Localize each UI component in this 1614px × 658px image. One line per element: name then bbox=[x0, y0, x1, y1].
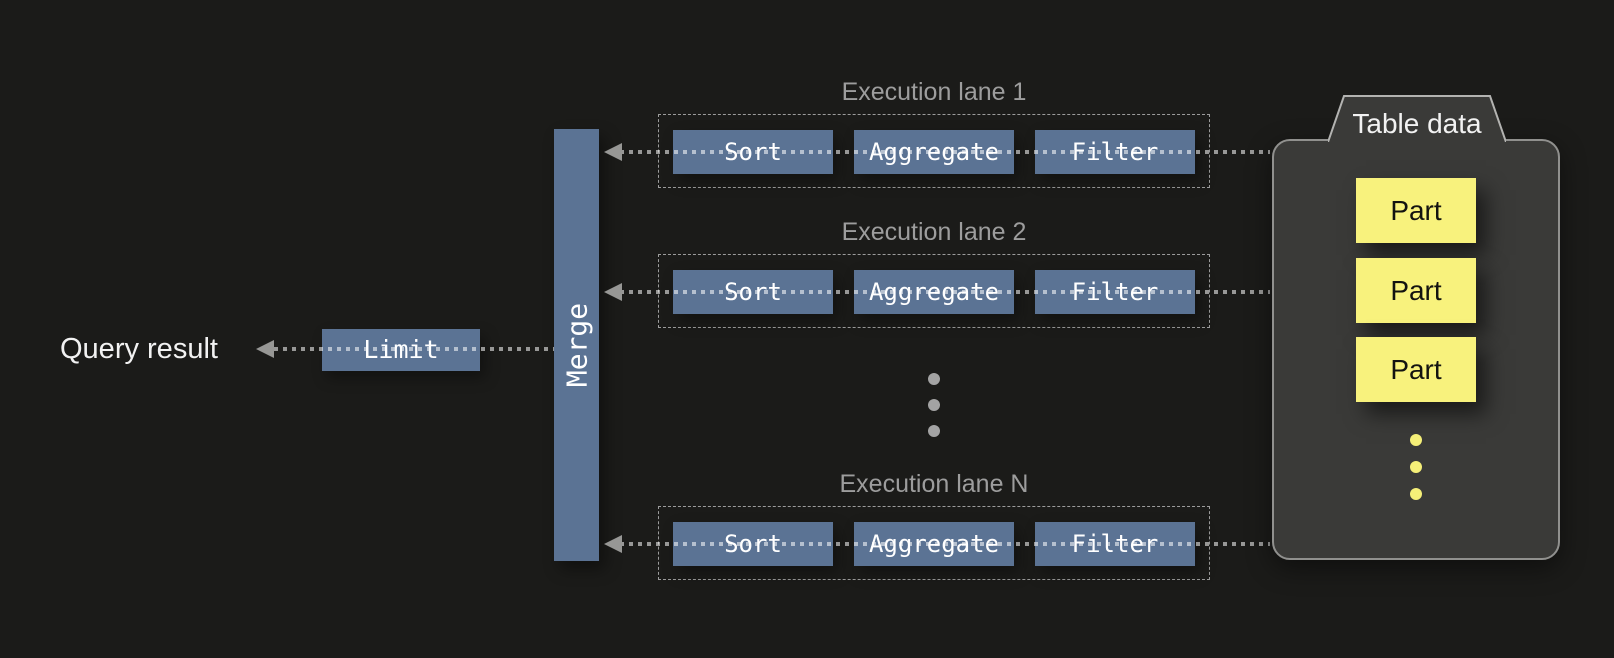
ellipsis-dot bbox=[1410, 461, 1422, 473]
lanes-ellipsis-dots bbox=[928, 373, 940, 451]
lane-title: Execution lane 1 bbox=[841, 78, 1027, 106]
dotted-connector-lane bbox=[620, 542, 1270, 546]
ellipsis-dot bbox=[928, 373, 940, 385]
arrow-left-icon bbox=[604, 143, 622, 161]
ellipsis-dot bbox=[928, 425, 940, 437]
table-part-box: Part bbox=[1356, 337, 1476, 402]
lane-title: Execution lane N bbox=[839, 470, 1029, 498]
table-data-tab-shape bbox=[1328, 95, 1506, 142]
merge-operator-bar: Merge bbox=[554, 129, 599, 561]
arrow-left-icon bbox=[604, 535, 622, 553]
execution-lane-2: Execution lane 2 Sort Aggregate Filter bbox=[604, 217, 1270, 339]
ellipsis-dot bbox=[1410, 488, 1422, 500]
lane-title: Execution lane 2 bbox=[841, 218, 1027, 246]
execution-lane-n: Execution lane N Sort Aggregate Filter bbox=[604, 469, 1270, 591]
dotted-connector-limit-to-result bbox=[274, 347, 554, 351]
ellipsis-dot bbox=[1410, 434, 1422, 446]
ellipsis-dot bbox=[928, 399, 940, 411]
table-part-box: Part bbox=[1356, 178, 1476, 243]
dotted-connector-lane bbox=[620, 150, 1270, 154]
dotted-connector-lane bbox=[620, 290, 1270, 294]
arrow-left-icon bbox=[604, 283, 622, 301]
merge-label: Merge bbox=[560, 302, 593, 388]
table-ellipsis-dots bbox=[1410, 434, 1422, 515]
execution-lane-1: Execution lane 1 Sort Aggregate Filter bbox=[604, 77, 1270, 199]
query-result-label: Query result bbox=[60, 333, 218, 365]
table-data-title: Table data bbox=[1352, 108, 1482, 139]
arrow-left-icon bbox=[256, 340, 274, 358]
table-part-box: Part bbox=[1356, 258, 1476, 323]
